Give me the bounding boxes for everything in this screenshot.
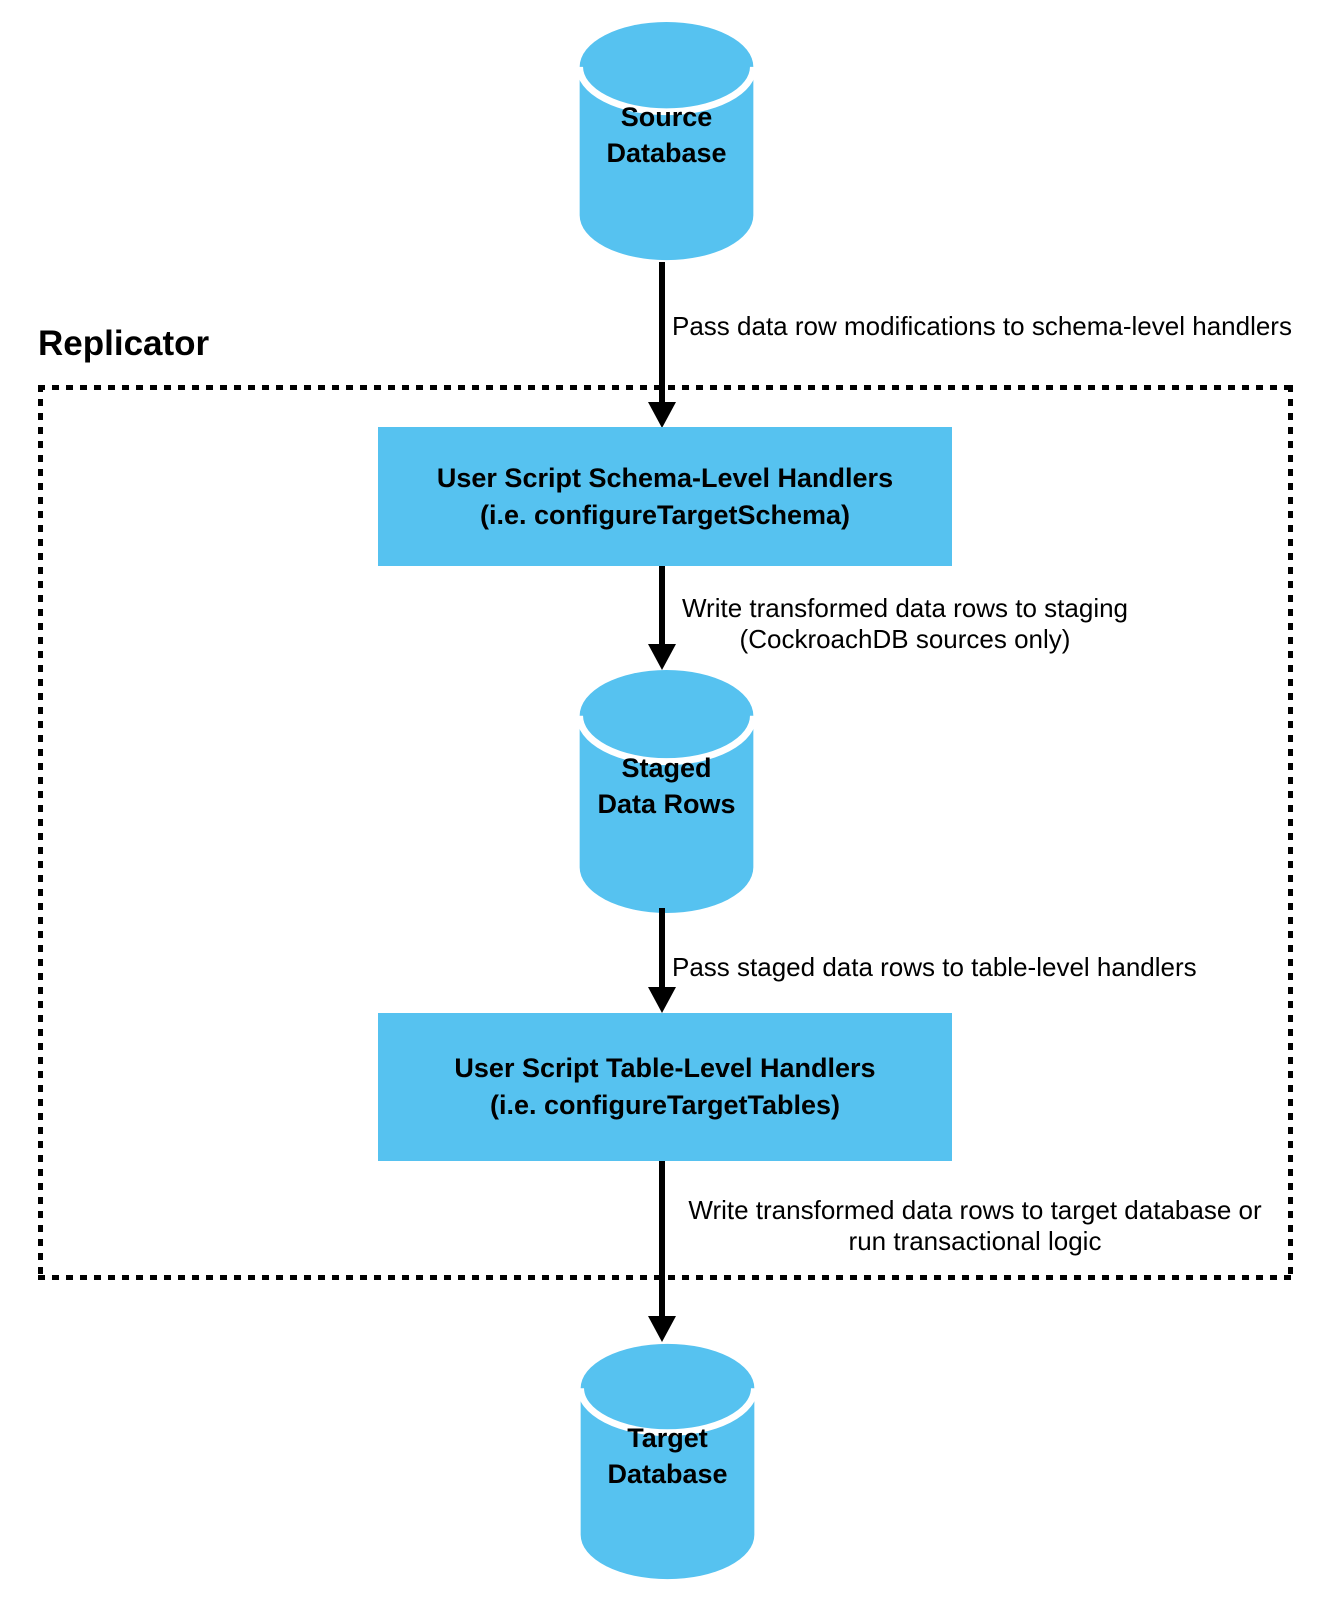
- replicator-border-left: [38, 385, 43, 1280]
- schema-level-handlers-node: User Script Schema-Level Handlers (i.e. …: [378, 427, 952, 566]
- table-handlers-label-line2: (i.e. configureTargetTables): [489, 1090, 841, 1120]
- database-cylinder-icon: [576, 669, 757, 914]
- table-level-handlers-node: User Script Table-Level Handlers (i.e. c…: [378, 1013, 952, 1161]
- database-cylinder-icon: [577, 1343, 758, 1580]
- replicator-title: Replicator: [38, 324, 210, 363]
- schema-handlers-label-line2: (i.e. configureTargetSchema): [479, 499, 851, 530]
- edge-label-table-to-target: Write transformed data rows to target da…: [655, 1195, 1295, 1257]
- source-database-node: Source Database: [570, 20, 763, 264]
- staged-data-rows-label: Staged Data Rows: [597, 752, 736, 819]
- target-database-node: Target Database: [571, 1342, 764, 1583]
- edge-label-schema-to-staged: Write transformed data rows to staging (…: [655, 593, 1155, 655]
- edge-label-table-to-target-line1: Write transformed data rows to target da…: [688, 1195, 1262, 1225]
- schema-handlers-label-line1: User Script Schema-Level Handlers: [436, 462, 894, 493]
- replicator-border-bottom: [38, 1275, 1293, 1280]
- target-database-label: Target Database: [607, 1422, 728, 1489]
- source-database-label: Source Database: [606, 102, 727, 168]
- edge-label-staged-to-table: Pass staged data rows to table-level han…: [672, 952, 1197, 982]
- arrow-staged-to-table: [659, 908, 665, 989]
- arrowhead-schema-to-staged: [648, 644, 676, 670]
- table-handlers-label-line1: User Script Table-Level Handlers: [454, 1053, 876, 1083]
- edge-label-source-to-schema: Pass data row modifications to schema-le…: [672, 311, 1292, 341]
- arrowhead-source-to-schema: [648, 402, 676, 428]
- arrow-table-to-target: [659, 1161, 665, 1318]
- database-cylinder-icon: [576, 21, 757, 261]
- edge-label-schema-to-staged-line1: Write transformed data rows to staging: [681, 593, 1129, 623]
- staged-data-rows-node: Staged Data Rows: [570, 668, 763, 917]
- replicator-border-right: [1288, 385, 1293, 1280]
- edge-label-schema-to-staged-line2: (CockroachDB sources only): [739, 624, 1071, 654]
- replicator-border-top: [38, 385, 1293, 390]
- arrowhead-table-to-target: [648, 1316, 676, 1342]
- arrow-source-to-schema: [659, 262, 665, 404]
- arrowhead-staged-to-table: [648, 987, 676, 1013]
- arrow-schema-to-staged: [659, 566, 665, 646]
- edge-label-table-to-target-line2: run transactional logic: [848, 1226, 1102, 1256]
